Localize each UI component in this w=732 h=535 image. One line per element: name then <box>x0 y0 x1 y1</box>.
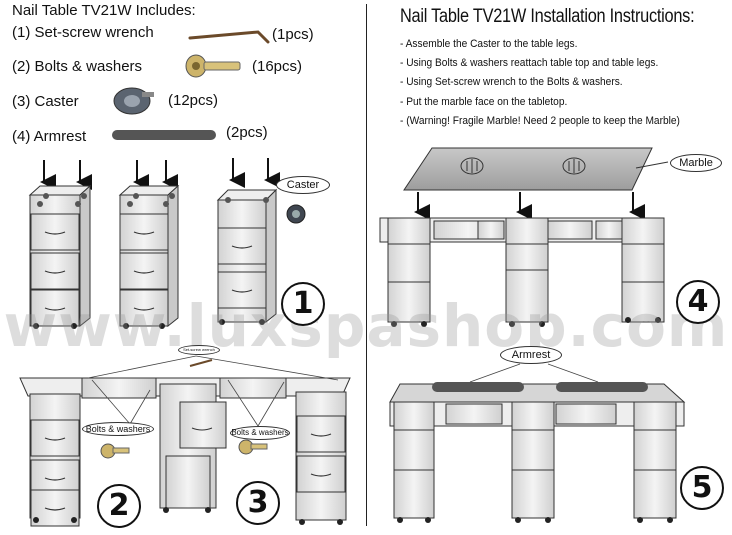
includes-title: Nail Table TV21W Includes: <box>12 2 196 19</box>
step5-illustration <box>389 363 686 523</box>
step-number-5: 5 <box>680 466 724 510</box>
step-number-1: 1 <box>281 282 325 326</box>
instructions-title: Nail Table TV21W Installation Instructio… <box>400 6 695 27</box>
armrest-icon <box>112 130 216 140</box>
item-label-caster: (3) Caster <box>12 93 79 110</box>
wrench-icon <box>188 30 270 44</box>
step-number-4: 4 <box>676 280 720 324</box>
caster-icon <box>113 87 154 115</box>
bolts-callout: Bolts & washers <box>82 422 154 436</box>
instruction-step: - Put the marble face on the tabletop. <box>400 95 568 108</box>
marble-callout: Marble <box>670 154 722 172</box>
caster-callout: Caster <box>276 176 330 194</box>
bolt-icon <box>238 439 268 455</box>
item-qty-caster: (12pcs) <box>168 92 219 109</box>
item-qty-wrench: (1pcs) <box>272 26 314 43</box>
instruction-list: - Assemble the Caster to the table legs.… <box>400 35 711 131</box>
instruction-step: - Using Set-screw wrench to the Bolts & … <box>400 76 623 89</box>
bolt-icon <box>185 54 241 78</box>
wrench-callout: Set-screw wrench <box>178 345 220 355</box>
bolt-icon <box>100 443 130 459</box>
instruction-step: - Assemble the Caster to the table legs. <box>400 38 578 50</box>
column-divider <box>366 4 367 526</box>
step1-illustration <box>28 158 306 329</box>
step-number-3: 3 <box>236 481 280 525</box>
armrest-callout: Armrest <box>500 346 562 364</box>
instruction-step: - Using Bolts & washers reattach table t… <box>400 57 659 70</box>
step2-3-illustration <box>19 355 351 527</box>
item-label-wrench: (1) Set-screw wrench <box>12 24 154 41</box>
item-label-armrest: (4) Armrest <box>12 128 87 145</box>
instruction-step: - (Warning! Fragile Marble! Need 2 peopl… <box>400 114 680 127</box>
bolts-callout: Bolts & washers <box>230 426 290 440</box>
step4-illustration <box>379 147 669 327</box>
item-qty-armrest: (2pcs) <box>226 124 268 141</box>
item-label-bolts: (2) Bolts & washers <box>12 58 143 75</box>
item-qty-bolts: (16pcs) <box>252 58 303 75</box>
step-number-2: 2 <box>97 484 141 528</box>
